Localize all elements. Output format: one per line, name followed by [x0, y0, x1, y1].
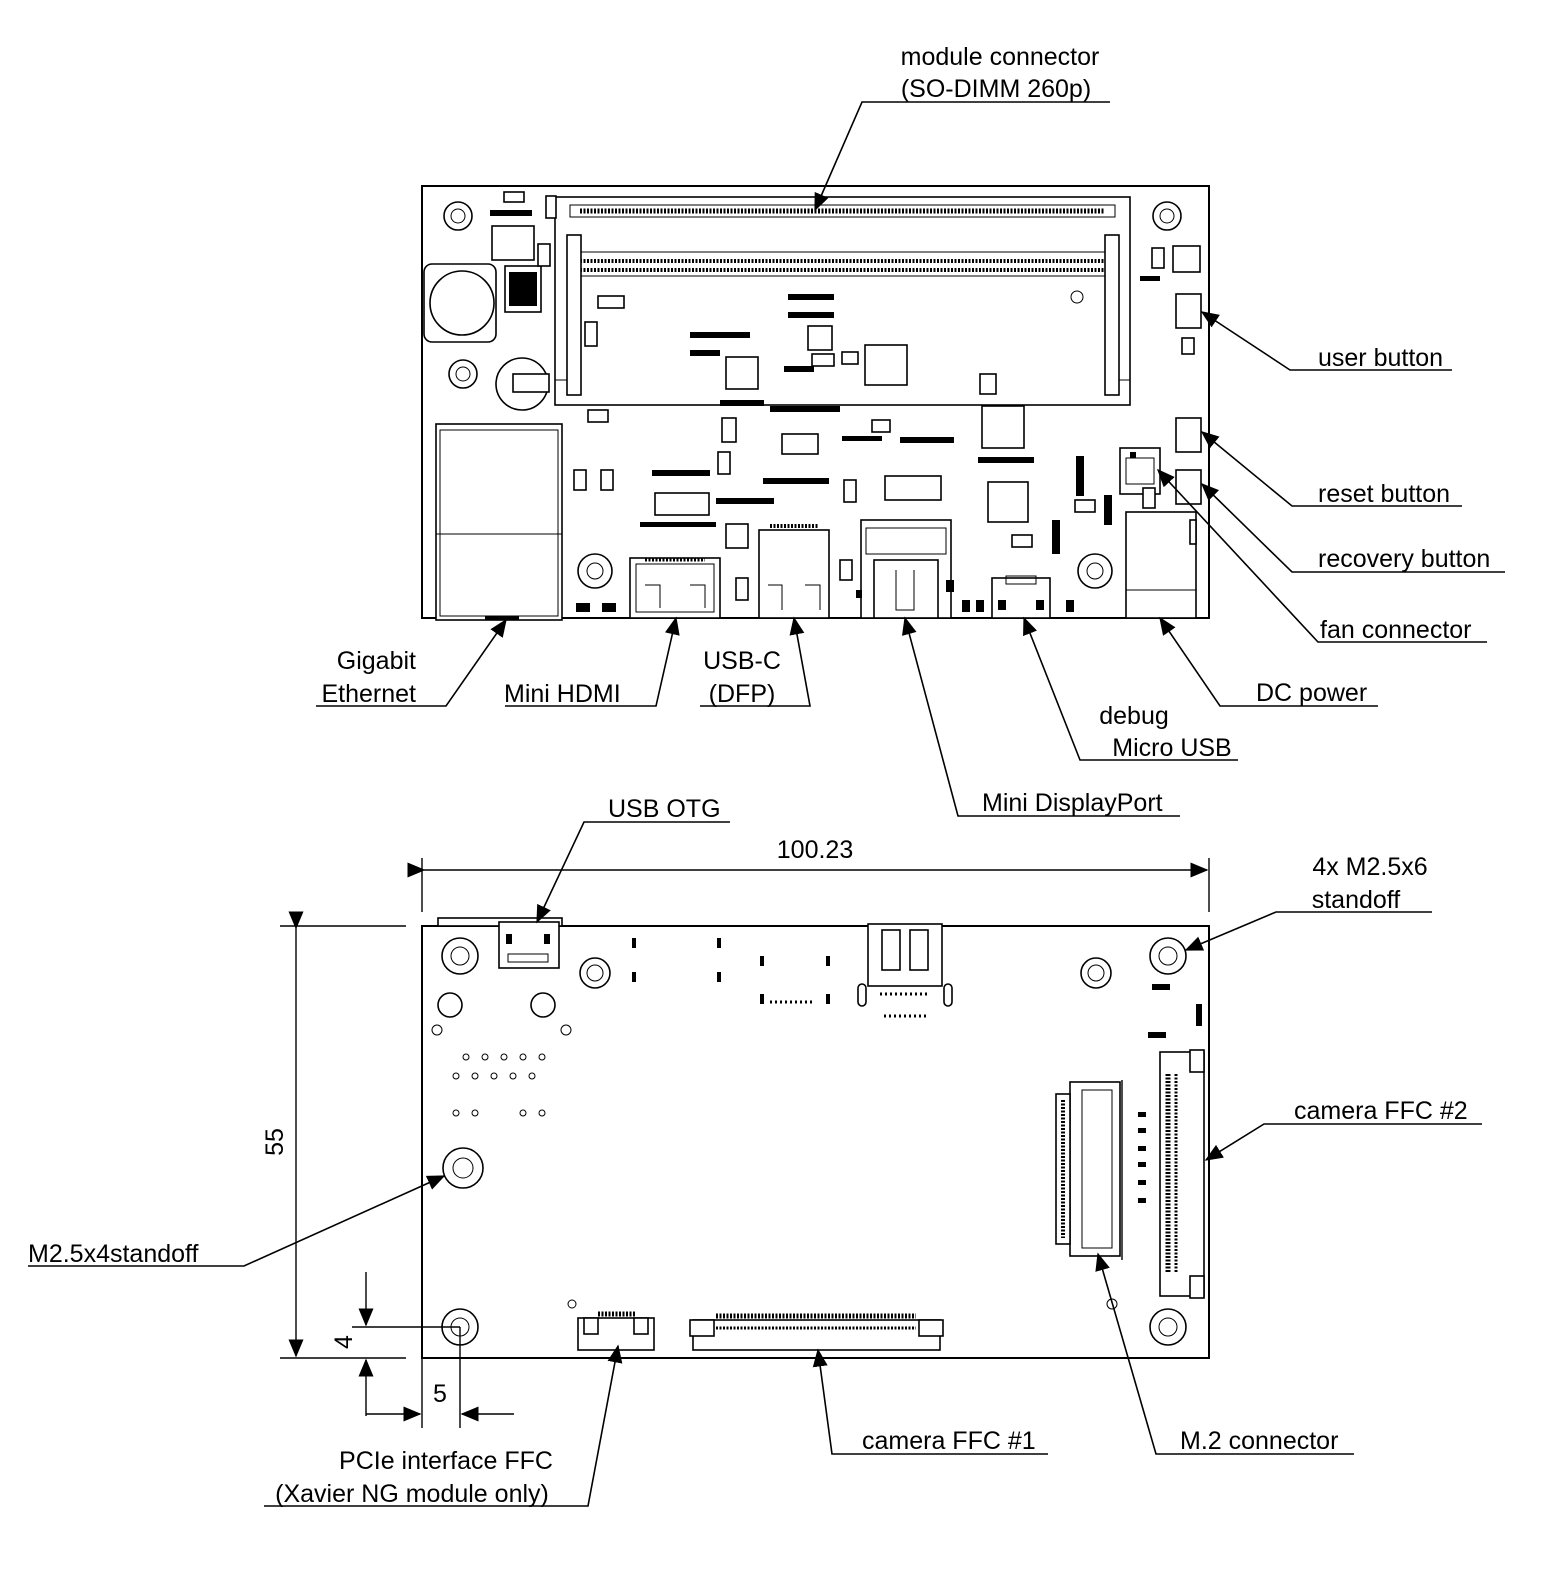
- label-dc-power: DC power: [1256, 679, 1367, 707]
- label-user-button: user button: [1318, 344, 1443, 372]
- top-buttons: [1172, 245, 1202, 505]
- label-camera-ffc-2: camera FFC #2: [1294, 1097, 1468, 1125]
- top-mounting-holes: [443, 201, 1182, 589]
- width-dimension: 100.23: [777, 836, 853, 864]
- ethernet-jack: [435, 423, 563, 621]
- camera-ffc-1-connector: [689, 1313, 944, 1351]
- label-camera-ffc-1: camera FFC #1: [862, 1427, 1036, 1455]
- label-usb-c-2: (DFP): [709, 680, 776, 708]
- label-recovery-button: recovery button: [1318, 545, 1490, 573]
- label-standoff-m25x6-2: standoff: [1312, 886, 1401, 914]
- label-mini-hdmi: Mini HDMI: [504, 680, 621, 708]
- top-passives: [490, 210, 1160, 612]
- label-debug-micro-usb-2: Micro USB: [1112, 734, 1231, 762]
- hole-offset-y-dimension: 4: [330, 1335, 358, 1349]
- dimension-lines: [280, 858, 1210, 1428]
- mini-displayport: [860, 519, 952, 619]
- label-usb-otg: USB OTG: [608, 795, 721, 823]
- label-reset-button: reset button: [1318, 480, 1450, 508]
- pcie-ffc-connector: [577, 1311, 655, 1351]
- label-module-connector-2: (SO-DIMM 260p): [901, 75, 1091, 103]
- bottom-through-holes: [431, 992, 572, 1117]
- dc-power-jack: [1125, 511, 1197, 619]
- leader-lines: [28, 101, 1505, 1507]
- bottom-slots: [632, 938, 1202, 1038]
- label-standoff-m25x6-1: 4x M2.5x6: [1312, 853, 1427, 881]
- fan-connector: [1119, 447, 1161, 495]
- hole-offset-x-dimension: 5: [433, 1380, 447, 1408]
- label-usb-c-1: USB-C: [703, 647, 781, 675]
- usb-otg-port: [437, 917, 563, 969]
- top-ics: [503, 191, 1195, 601]
- micro-usb-port: [991, 575, 1051, 619]
- label-module-connector-1: module connector: [901, 43, 1100, 71]
- label-debug-micro-usb-1: debug: [1099, 702, 1169, 730]
- camera-ffc-2-connector: [1159, 1049, 1205, 1299]
- so-dimm-connector: [554, 196, 1131, 406]
- label-fan-connector: fan connector: [1320, 616, 1472, 644]
- label-gigabit-ethernet-2: Ethernet: [321, 680, 416, 708]
- top-view-board: [421, 185, 1210, 621]
- m2-connector: [1055, 1080, 1146, 1260]
- label-pcie-ffc-2: (Xavier NG module only): [275, 1480, 549, 1508]
- label-m2-connector: M.2 connector: [1180, 1427, 1338, 1455]
- label-gigabit-ethernet-1: Gigabit: [337, 647, 416, 675]
- label-pcie-ffc-1: PCIe interface FFC: [339, 1447, 553, 1475]
- label-m25x4-standoff: M2.5x4standoff: [28, 1240, 199, 1268]
- power-inductor: [423, 225, 550, 411]
- callout-labels: module connector (SO-DIMM 260p) user but…: [28, 43, 1490, 1508]
- bottom-displayport: [770, 923, 953, 1018]
- label-mini-displayport: Mini DisplayPort: [982, 789, 1163, 817]
- bottom-view-board: [421, 917, 1210, 1359]
- height-dimension: 55: [261, 1128, 289, 1156]
- mini-hdmi-port: [629, 557, 721, 619]
- usb-c-port: [758, 524, 830, 619]
